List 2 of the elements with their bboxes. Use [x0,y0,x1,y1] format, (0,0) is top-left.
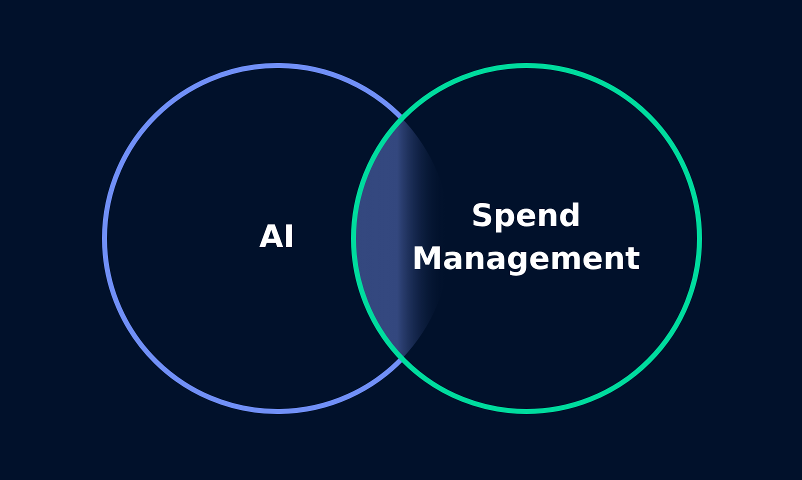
circle-label: AI [259,218,295,258]
circle-label: Spend Management [412,196,640,279]
